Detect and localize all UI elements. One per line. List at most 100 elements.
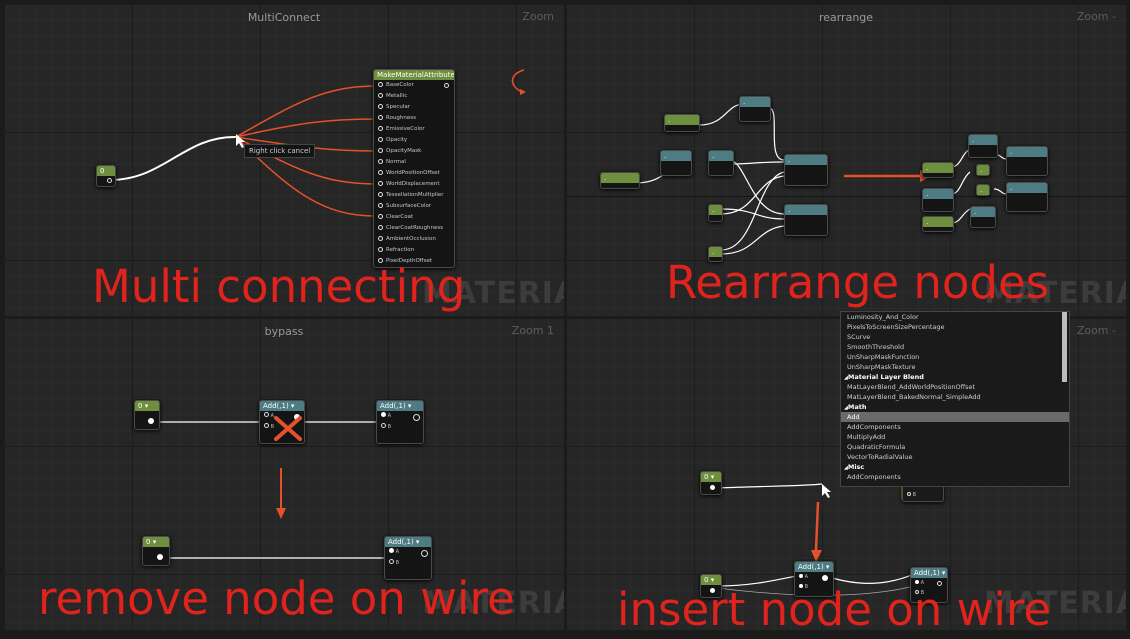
- add-node[interactable]: Add(,1) ▾ A B: [910, 567, 948, 603]
- input-pin-icon[interactable]: [378, 126, 383, 131]
- material-pin[interactable]: Metallic: [374, 91, 454, 102]
- input-pin-b[interactable]: [264, 423, 269, 428]
- input-pin-icon[interactable]: [378, 258, 383, 263]
- output-pin[interactable]: [937, 581, 942, 586]
- input-pin-icon[interactable]: [378, 93, 383, 98]
- material-pin[interactable]: BaseColor: [374, 80, 454, 91]
- menu-scrollbar[interactable]: [1062, 312, 1067, 382]
- graph-node[interactable]: .: [664, 114, 700, 132]
- graph-node[interactable]: .: [708, 246, 723, 262]
- menu-item[interactable]: UnSharpMaskFunction: [841, 352, 1069, 362]
- input-pin-icon[interactable]: [378, 236, 383, 241]
- input-pin-icon[interactable]: [378, 115, 383, 120]
- material-pin[interactable]: WorldDisplacement: [374, 179, 454, 190]
- material-pin[interactable]: WorldPositionOffset: [374, 168, 454, 179]
- input-pin-icon[interactable]: [378, 159, 383, 164]
- output-pin[interactable]: [822, 575, 828, 581]
- input-pin-icon[interactable]: [378, 137, 383, 142]
- material-pin[interactable]: Normal: [374, 157, 454, 168]
- material-pin[interactable]: PixelDepthOffset: [374, 256, 454, 267]
- material-pin[interactable]: EmissiveColor: [374, 124, 454, 135]
- graph-node[interactable]: .: [784, 204, 828, 236]
- graph-node[interactable]: .: [660, 150, 692, 176]
- add-node[interactable]: Add(,1) ▾ A B: [376, 400, 424, 444]
- input-pin-a[interactable]: [381, 412, 386, 417]
- menu-item[interactable]: UnSharpMaskTexture: [841, 362, 1069, 372]
- add-node-removed[interactable]: Add(,1) ▾ A B: [259, 400, 305, 444]
- graph-node[interactable]: .: [708, 204, 723, 222]
- menu-item[interactable]: Add: [841, 412, 1069, 422]
- add-node[interactable]: Add(,1) ▾ A B: [384, 536, 432, 580]
- add-node-inserted[interactable]: Add(,1) ▾ A B: [794, 561, 834, 597]
- graph-node[interactable]: .: [1006, 182, 1048, 212]
- panel-bypass[interactable]: bypass Zoom 1 MATERIAL 0 ▾ Add(,1) ▾ A B…: [4, 318, 564, 630]
- material-pin[interactable]: Refraction: [374, 245, 454, 256]
- output-pin[interactable]: [413, 414, 420, 421]
- menu-category[interactable]: ◢Material Layer Blend: [841, 372, 1069, 382]
- menu-item[interactable]: Luminosity_And_Color: [841, 312, 1069, 322]
- input-pin-b[interactable]: [907, 492, 911, 496]
- graph-node[interactable]: .: [976, 184, 990, 196]
- input-pin-b[interactable]: [915, 590, 919, 594]
- menu-item[interactable]: MatLayerBlend_BakedNormal_SimpleAdd: [841, 392, 1069, 402]
- graph-node[interactable]: .: [970, 206, 996, 228]
- graph-node[interactable]: .: [922, 188, 954, 212]
- menu-item[interactable]: SCurve: [841, 332, 1069, 342]
- menu-item[interactable]: QuadraticFormula: [841, 442, 1069, 452]
- input-pin-icon[interactable]: [378, 148, 383, 153]
- material-pin[interactable]: AmbientOcclusion: [374, 234, 454, 245]
- graph-node[interactable]: .: [968, 134, 998, 158]
- graph-node[interactable]: .: [976, 164, 990, 176]
- menu-item[interactable]: AddComponents: [841, 422, 1069, 432]
- menu-item[interactable]: PixelsToScreenSizePercentage: [841, 322, 1069, 332]
- output-pin[interactable]: [444, 83, 449, 88]
- constant-node[interactable]: 0: [96, 165, 116, 187]
- menu-item[interactable]: AddComponents: [841, 472, 1069, 482]
- input-pin-a[interactable]: [389, 548, 394, 553]
- graph-node[interactable]: .: [600, 172, 640, 189]
- material-pin[interactable]: ClearCoat: [374, 212, 454, 223]
- output-pin[interactable]: [148, 418, 154, 424]
- input-pin-a[interactable]: [915, 580, 919, 584]
- input-pin-icon[interactable]: [378, 214, 383, 219]
- panel-rearrange[interactable]: rearrange Zoom - MATERIAL . . . . . . . …: [566, 4, 1126, 316]
- input-pin-b[interactable]: [799, 584, 803, 588]
- menu-category[interactable]: ◢Misc: [841, 462, 1069, 472]
- input-pin-icon[interactable]: [378, 192, 383, 197]
- output-pin[interactable]: [107, 178, 112, 183]
- constant-node[interactable]: 0 ▾: [134, 400, 160, 430]
- material-pin[interactable]: OpacityMask: [374, 146, 454, 157]
- menu-item[interactable]: VectorToRadialValue: [841, 452, 1069, 462]
- constant-node[interactable]: 0 ▾: [700, 574, 722, 598]
- material-pin[interactable]: TessellationMultiplier: [374, 190, 454, 201]
- constant-node[interactable]: 0 ▾: [700, 471, 722, 495]
- input-pin-b[interactable]: [389, 559, 394, 564]
- output-pin[interactable]: [710, 485, 715, 490]
- output-pin[interactable]: [710, 588, 715, 593]
- input-pin-icon[interactable]: [378, 104, 383, 109]
- menu-item[interactable]: MatLayerBlend_AddWorldPositionOffset: [841, 382, 1069, 392]
- menu-item[interactable]: MultiplyAdd: [841, 432, 1069, 442]
- input-pin-icon[interactable]: [378, 181, 383, 186]
- input-pin-icon[interactable]: [378, 170, 383, 175]
- output-pin[interactable]: [157, 554, 163, 560]
- input-pin-icon[interactable]: [378, 82, 383, 87]
- graph-node[interactable]: .: [922, 216, 954, 232]
- input-pin-icon[interactable]: [378, 203, 383, 208]
- graph-node[interactable]: .: [708, 150, 734, 176]
- material-pin[interactable]: Specular: [374, 102, 454, 113]
- material-pin[interactable]: ClearCoatRoughness: [374, 223, 454, 234]
- input-pin-b[interactable]: [381, 423, 386, 428]
- menu-item[interactable]: SmoothThreshold: [841, 342, 1069, 352]
- material-pin[interactable]: Opacity: [374, 135, 454, 146]
- output-pin[interactable]: [294, 414, 300, 420]
- graph-node[interactable]: .: [922, 162, 954, 178]
- graph-node[interactable]: .: [739, 96, 771, 122]
- input-pin-icon[interactable]: [378, 247, 383, 252]
- constant-node[interactable]: 0 ▾: [142, 536, 170, 566]
- panel-multiconnect[interactable]: MultiConnect Zoom MATERIAL 0 Right click…: [4, 4, 564, 316]
- output-pin[interactable]: [421, 550, 428, 557]
- input-pin-icon[interactable]: [378, 225, 383, 230]
